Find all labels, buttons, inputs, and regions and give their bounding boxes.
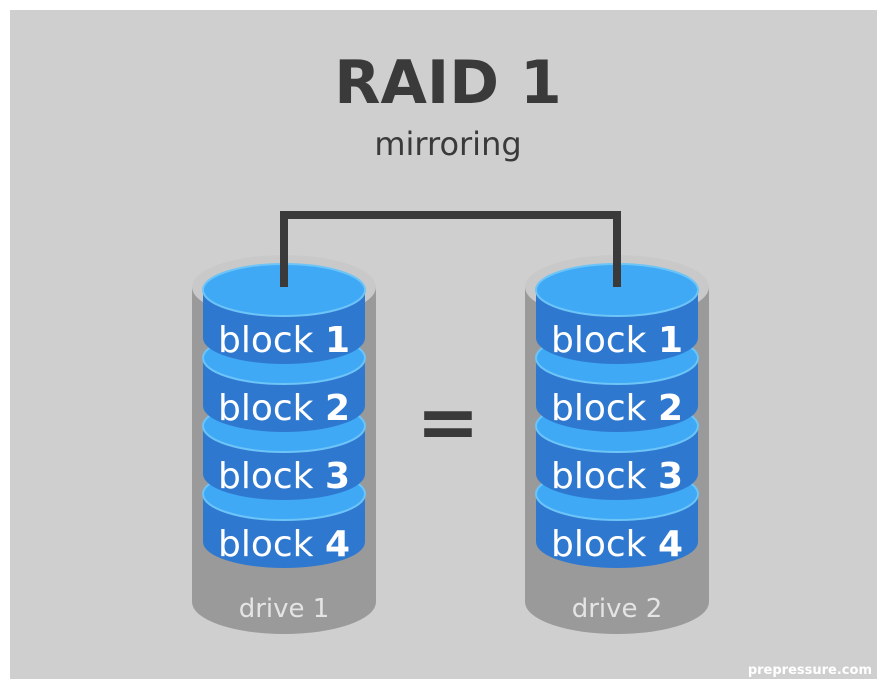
data-block: block 1 — [202, 263, 366, 364]
block-number: 2 — [658, 388, 683, 429]
data-block: block 1 — [535, 263, 699, 364]
drive-label: drive 1 — [239, 594, 330, 624]
background-panel — [10, 10, 877, 679]
block-word: block — [551, 388, 658, 429]
credit-text: prepressure.com — [748, 663, 872, 678]
block-label: block 1 — [551, 320, 683, 361]
block-label: block 2 — [218, 388, 350, 429]
block-word: block — [551, 456, 658, 497]
diagram-subtitle: mirroring — [374, 125, 521, 163]
block-word: block — [218, 524, 325, 565]
block-word: block — [218, 456, 325, 497]
data-block: block 2 — [535, 331, 699, 432]
block-label: block 3 — [218, 456, 350, 497]
block-label: block 1 — [218, 320, 350, 361]
equals-sign: = — [416, 377, 480, 466]
mirror-connector-line — [280, 211, 621, 287]
block-number: 1 — [658, 320, 683, 361]
block-word: block — [551, 320, 658, 361]
block-number: 2 — [325, 388, 350, 429]
block-number: 4 — [658, 524, 683, 565]
diagram-title: RAID 1 — [334, 48, 561, 118]
block-number: 3 — [658, 456, 683, 497]
block-word: block — [218, 320, 325, 361]
block-word: block — [218, 388, 325, 429]
block-label: block 2 — [551, 388, 683, 429]
block-word: block — [551, 524, 658, 565]
block-number: 1 — [325, 320, 350, 361]
block-number: 4 — [325, 524, 350, 565]
block-label: block 3 — [551, 456, 683, 497]
block-number: 3 — [325, 456, 350, 497]
block-label: block 4 — [218, 524, 350, 565]
drive-label: drive 2 — [572, 594, 663, 624]
block-label: block 4 — [551, 524, 683, 565]
